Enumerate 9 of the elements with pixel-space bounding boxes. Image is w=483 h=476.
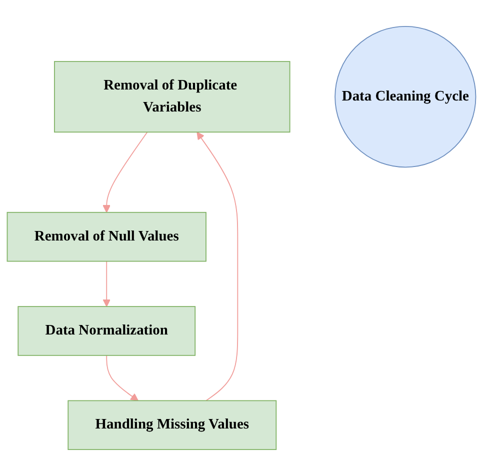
arrow [102, 260, 111, 307]
node-box: Data Normalization [18, 306, 196, 356]
node-box: Removal of Null Values [6, 212, 206, 262]
node-box: Handling Missing Values [68, 400, 277, 450]
arrow [106, 354, 138, 402]
node-circle: Data Cleaning Cycle [334, 26, 476, 168]
arrow [196, 132, 238, 402]
node-box: Removal of Duplicate Variables [54, 61, 290, 133]
arrow [102, 132, 148, 213]
